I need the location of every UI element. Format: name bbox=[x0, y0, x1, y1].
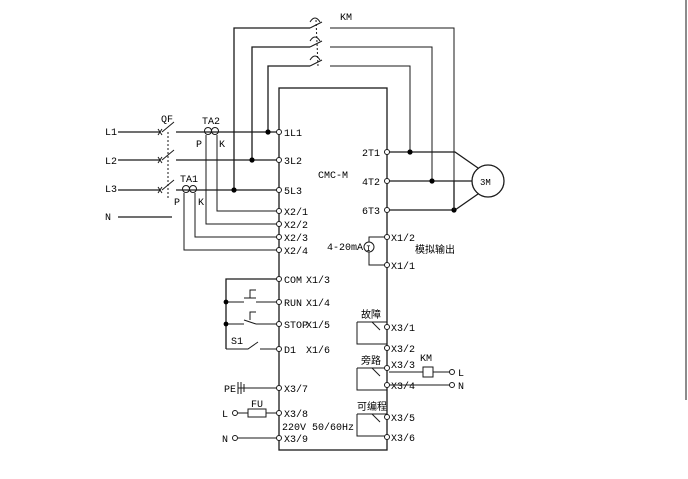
controller-name: CMC-M bbox=[318, 171, 348, 182]
svg-text:L: L bbox=[222, 410, 228, 421]
svg-text:X1/5: X1/5 bbox=[306, 320, 330, 332]
motor: 3M bbox=[471, 164, 505, 198]
svg-text:X1/6: X1/6 bbox=[306, 345, 330, 357]
ta2-p-label: P bbox=[196, 140, 202, 151]
svg-text:N: N bbox=[458, 382, 464, 393]
relay-fault: 故障 X3/1 X3/2 bbox=[356, 308, 415, 356]
bypass-km-label: KM bbox=[420, 354, 432, 365]
control-inputs: COM X1/3 RUN X1/4 STOP X1/5 D1 X1/6 S1 bbox=[223, 275, 330, 357]
ta1-k-label: K bbox=[198, 198, 204, 209]
analog-range: 4-20mA bbox=[327, 243, 363, 254]
bypass-label: 旁路 bbox=[361, 354, 381, 367]
relay-bypass: 旁路 X3/3 X3/4 KM L N bbox=[356, 354, 464, 393]
ct-ta1: TA1 P K bbox=[174, 175, 279, 251]
svg-text:PE: PE bbox=[224, 385, 236, 396]
svg-text:X3/9: X3/9 bbox=[284, 434, 308, 446]
svg-text:X3/6: X3/6 bbox=[391, 433, 415, 445]
svg-text:4T2: 4T2 bbox=[362, 178, 380, 189]
svg-text:I: I bbox=[366, 245, 371, 254]
power-terminals-out: 2T1 4T2 6T3 bbox=[362, 149, 479, 218]
relay-programmable: 可编程 X3/5 X3/6 bbox=[356, 400, 415, 445]
s1-label: S1 bbox=[231, 337, 243, 348]
supply-inputs: PE X3/7 L FU X3/8 N X3/9 220V 50/60Hz bbox=[222, 382, 354, 446]
svg-text:X1/4: X1/4 bbox=[306, 298, 330, 310]
svg-text:X2/4: X2/4 bbox=[284, 246, 308, 258]
svg-text:2T1: 2T1 bbox=[362, 149, 380, 160]
svg-text:X3/2: X3/2 bbox=[391, 344, 415, 356]
ct-terminals: X2/1 X2/2 X2/3 X2/4 bbox=[276, 207, 308, 258]
fault-label: 故障 bbox=[361, 308, 381, 321]
controller-box: CMC-M bbox=[278, 87, 388, 451]
svg-text:STOP: STOP bbox=[284, 321, 308, 332]
svg-text:X1/2: X1/2 bbox=[391, 233, 415, 245]
svg-text:FU: FU bbox=[251, 400, 263, 411]
svg-text:X3/1: X3/1 bbox=[391, 323, 415, 335]
line-n-label: N bbox=[105, 213, 111, 224]
svg-text:L: L bbox=[458, 369, 464, 380]
svg-text:X3/4: X3/4 bbox=[391, 381, 415, 393]
km-label: KM bbox=[340, 13, 352, 24]
svg-text:3L2: 3L2 bbox=[284, 157, 302, 168]
supply-rating: 220V 50/60Hz bbox=[282, 422, 354, 434]
programmable-label: 可编程 bbox=[357, 400, 387, 413]
ta1-label: TA1 bbox=[180, 175, 198, 186]
svg-text:X1/1: X1/1 bbox=[391, 261, 415, 273]
svg-text:X2/2: X2/2 bbox=[284, 220, 308, 232]
svg-text:X3/7: X3/7 bbox=[284, 384, 308, 396]
ct-ta2: TA2 P K bbox=[196, 117, 279, 225]
ta2-label: TA2 bbox=[202, 117, 220, 128]
svg-text:6T3: 6T3 bbox=[362, 207, 380, 218]
incoming-lines: L1 L2 L3 N QF bbox=[105, 115, 279, 224]
svg-text:X1/3: X1/3 bbox=[306, 275, 330, 287]
analog-output: 4-20mA I X1/2 X1/1 模拟输出 bbox=[327, 233, 455, 273]
line-l2-label: L2 bbox=[105, 157, 117, 168]
svg-text:N: N bbox=[222, 435, 228, 446]
svg-text:X2/1: X2/1 bbox=[284, 207, 308, 219]
svg-text:X3/8: X3/8 bbox=[284, 409, 308, 421]
svg-text:RUN: RUN bbox=[284, 299, 302, 310]
power-terminals-in: 1L1 3L2 5L3 bbox=[276, 129, 302, 198]
bypass-contactor: KM bbox=[233, 13, 455, 190]
svg-text:X3/5: X3/5 bbox=[391, 413, 415, 425]
svg-text:X3/3: X3/3 bbox=[391, 360, 415, 372]
svg-text:D1: D1 bbox=[284, 346, 296, 357]
breaker-label: QF bbox=[161, 115, 173, 126]
svg-text:X2/3: X2/3 bbox=[284, 233, 308, 245]
svg-text:1L1: 1L1 bbox=[284, 129, 302, 140]
ta1-p-label: P bbox=[174, 198, 180, 209]
analog-output-label: 模拟输出 bbox=[415, 243, 455, 256]
line-l1-label: L1 bbox=[105, 128, 117, 139]
line-l3-label: L3 bbox=[105, 185, 117, 196]
ta2-k-label: K bbox=[219, 140, 225, 151]
svg-text:COM: COM bbox=[284, 276, 302, 287]
svg-text:5L3: 5L3 bbox=[284, 187, 302, 198]
motor-label: 3M bbox=[480, 178, 491, 188]
